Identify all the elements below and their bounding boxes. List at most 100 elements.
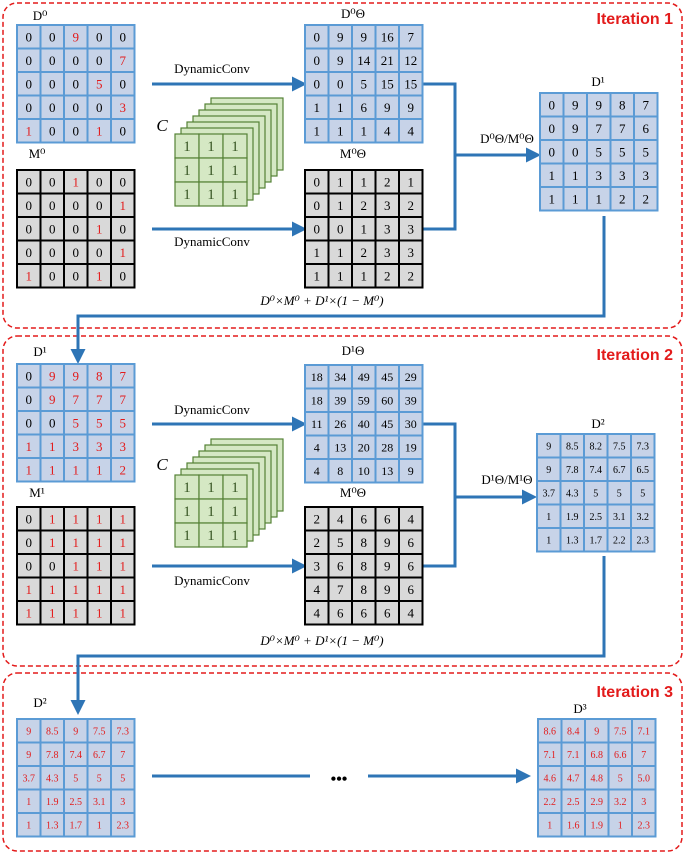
it2-out-matrix-value: 8.2	[590, 441, 603, 452]
it2-m-matrix-value: 1	[120, 582, 127, 597]
it2-kernel-stack-value: 1	[183, 480, 191, 496]
it1-m-matrix-value: 0	[73, 198, 80, 213]
it2-m-matrix-value: 1	[73, 582, 80, 597]
it3-in-matrix-value: 1	[97, 820, 102, 831]
it1-out-matrix-value: 9	[572, 97, 579, 112]
it1-d-matrix-value: 0	[26, 29, 33, 44]
it2-m-matrix-cell	[110, 600, 136, 626]
iteration-2-frame	[2, 335, 683, 667]
it1-out-matrix-value: 9	[596, 97, 603, 112]
it2-m-matrix-value: 1	[73, 511, 80, 526]
it1-out-matrix-value: 6	[643, 121, 650, 136]
it1-mtheta-matrix-value: 0	[314, 198, 321, 213]
it1-mtheta-matrix-cell	[398, 263, 424, 289]
it2-d-matrix-value: 7	[120, 392, 127, 407]
it1-dtheta-matrix-value: 4	[408, 123, 415, 138]
it2-mtheta-label: M⁰Θ	[340, 485, 366, 500]
it2-out-matrix-value: 6.5	[637, 465, 650, 476]
it1-kernel-stack-cell	[174, 181, 200, 207]
it1-dtheta-matrix-cell	[398, 118, 424, 144]
it1-mtheta-matrix-value: 0	[337, 221, 344, 236]
it2-kernel-label: C	[156, 455, 168, 474]
it2-d-matrix-value: 1	[49, 462, 56, 477]
it3-in-matrix-value: 3.7	[23, 773, 36, 784]
it2-m-matrix-value: 1	[120, 535, 127, 550]
it1-d-matrix-value: 0	[49, 123, 56, 138]
it2-dtheta-matrix-value: 9	[408, 464, 414, 478]
it2-d-matrix-value: 0	[26, 368, 33, 383]
it2-dtheta-matrix-cell	[398, 458, 424, 484]
it2-out-matrix-value: 2.2	[613, 535, 626, 546]
it1-kernel-stack-value: 1	[207, 163, 215, 179]
it1-d-matrix-value: 0	[96, 29, 103, 44]
it2-kernel-stack-cell	[222, 474, 248, 500]
it3-in-matrix-value: 2.5	[70, 797, 83, 808]
it2-dtheta-matrix-value: 45	[381, 370, 393, 384]
it1-dtheta-matrix-value: 9	[384, 100, 391, 115]
it3-in-matrix-value: 5	[73, 773, 78, 784]
it1-dtheta-matrix-value: 9	[408, 100, 415, 115]
it2-div-label: D¹Θ/M¹Θ	[481, 472, 532, 487]
it2-m-matrix-value: 1	[96, 511, 103, 526]
it1-kernel-stack-cell	[222, 157, 248, 183]
it1-m-matrix-value: 0	[26, 174, 33, 189]
it2-mtheta-matrix-value: 6	[408, 558, 415, 573]
it1-m-matrix-value: 0	[73, 221, 80, 236]
it3-out-matrix-value: 8.4	[567, 726, 580, 737]
it2-d-matrix-value: 0	[49, 415, 56, 430]
it1-dtheta-matrix-value: 4	[384, 123, 391, 138]
it1-mtheta-matrix-value: 1	[361, 268, 368, 283]
it2-m-matrix-value: 1	[120, 605, 127, 620]
it2-out-matrix-value: 1	[546, 535, 551, 546]
iteration-2-title: Iteration 2	[597, 347, 674, 364]
it3-out-matrix-value: 4.7	[567, 773, 580, 784]
it2-m-matrix-value: 1	[96, 605, 103, 620]
it1-dtheta-matrix-value: 0	[314, 53, 321, 68]
it1-m-matrix-value: 0	[96, 198, 103, 213]
it2-dtheta-matrix-value: 39	[405, 394, 417, 408]
it1-mtheta-matrix-value: 2	[408, 198, 415, 213]
it1-mtheta-matrix-value: 3	[408, 221, 415, 236]
it2-out-matrix-value: 7.5	[613, 441, 626, 452]
it2-mtheta-matrix-value: 5	[337, 535, 344, 550]
it2-mtheta-matrix-value: 4	[337, 511, 344, 526]
it2-dtheta-matrix-value: 4	[314, 464, 320, 478]
it2-conv-bottom-label: DynamicConv	[174, 573, 250, 588]
it1-mtheta-label: M⁰Θ	[340, 146, 366, 161]
it1-d-matrix-value: 0	[73, 76, 80, 91]
it1-out-matrix-value: 7	[619, 121, 626, 136]
it2-d-matrix-value: 8	[96, 368, 103, 383]
it2-mtheta-matrix-value: 2	[314, 535, 321, 550]
it2-kernel-stack-cell	[174, 522, 200, 548]
it1-d-matrix-value: 0	[120, 29, 127, 44]
iteration-3-frame	[2, 672, 683, 852]
it1-m-matrix-value: 1	[120, 245, 127, 260]
it3-in-matrix-value: 9	[26, 750, 31, 761]
it2-out-matrix-value: 5	[593, 488, 598, 499]
it2-d-matrix-value: 1	[73, 462, 80, 477]
it2-d-matrix-value: 0	[26, 415, 33, 430]
it1-d-matrix-value: 0	[96, 100, 103, 115]
it2-kernel-stack-cell	[222, 522, 248, 548]
it2-dtheta-matrix-value: 39	[334, 394, 346, 408]
it2-dtheta-matrix-value: 11	[311, 417, 323, 431]
it2-dtheta-label: D¹Θ	[342, 343, 365, 358]
it3-out-matrix-value: 4.6	[544, 773, 557, 784]
it2-d-matrix-cell	[110, 457, 136, 483]
it3-out-matrix-value: 1	[618, 820, 623, 831]
it3-in-matrix-value: 4.3	[46, 773, 59, 784]
it2-out-matrix-value: 7.3	[637, 441, 650, 452]
it2-kernel-stack-value: 1	[207, 528, 215, 544]
it1-kernel-stack-value: 1	[231, 187, 239, 203]
it3-in-matrix-value: 1.9	[46, 797, 59, 808]
it3-out-matrix-value: 6.6	[614, 750, 627, 761]
it2-m-matrix-value: 1	[49, 605, 56, 620]
it3-out-matrix-value: 3.2	[614, 797, 627, 808]
it1-d-matrix-value: 0	[26, 53, 33, 68]
it1-conv-bottom-label: DynamicConv	[174, 234, 250, 249]
it2-conv-top-label: DynamicConv	[174, 402, 250, 417]
it1-m-matrix-value: 0	[49, 245, 56, 260]
